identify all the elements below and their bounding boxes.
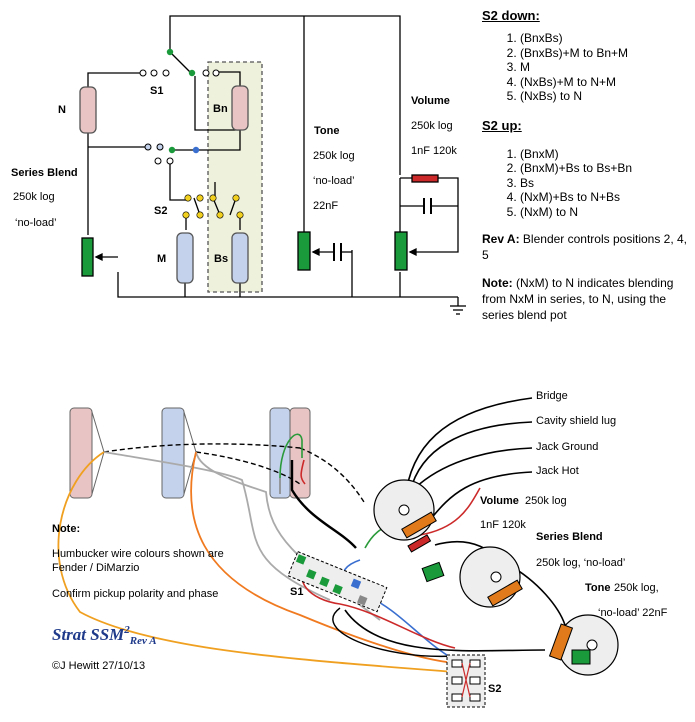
bridge-slug-coil [231,232,249,284]
s2-down-heading: S2 down: [482,8,540,23]
wiring-tone-title: Tone [585,582,610,594]
series-blend-pot [81,237,94,277]
wiring-layout [57,397,619,708]
label-s2: S2 [154,205,167,217]
title-sup: 2 [123,624,130,636]
label-bridge: Bridge [536,390,568,402]
blend-note: Note: (NxM) to N indicates blending from… [482,275,692,323]
s2-up-heading: S2 up: [482,117,522,133]
label-m: M [157,253,166,265]
label-bs: Bs [214,253,228,265]
s2-switch [446,654,486,708]
s2-up-list: (BnxM) (BnxM)+Bs to Bs+Bn Bs (NxM)+Bs to… [482,147,692,220]
list-item: (NxM) to N [520,205,692,220]
label-n: N [58,104,66,116]
volume-cap: 1nF 120k [411,145,457,157]
list-item: (BnxBs) [520,31,692,46]
note-label: Note: [482,276,513,290]
tone-title: Tone [314,125,339,137]
wiring-s1-label: S1 [290,586,303,598]
volume-spec: 250k log [411,120,453,132]
list-item: (BnxBs)+M to Bn+M [520,46,692,61]
middle-pickup-body [161,407,185,499]
label-cavity: Cavity shield lug [536,415,616,427]
s1-contacts [139,48,220,165]
wiring-volume-spec: 250k log [525,495,567,507]
switch-table-panel: S2 down: (BnxBs) (BnxBs)+M to Bn+M M (Nx… [482,8,692,323]
series-blend-noload: ‘no-load’ [15,217,57,229]
notes-line2: Fender / DiMarzio [52,562,139,574]
wiring-tone-spec2: ‘no-load’ 22nF [598,607,668,619]
list-item: (BnxM) [520,147,692,162]
wiring-volume-title: Volume [480,495,519,507]
rev-a-label: Rev A: [482,232,520,246]
notes-line1: Humbucker wire colours shown are [52,548,224,560]
note-text: (NxM) to N indicates blending from NxM i… [482,276,674,322]
list-item: (NxBs) to N [520,89,692,104]
neck-pickup [79,86,97,134]
tone-spec: 250k log [313,150,355,162]
title-main: Strat SSM [52,625,125,644]
volume-capacitor-icon [423,198,458,214]
tone-noload: ‘no-load’ [313,175,355,187]
label-s1: S1 [150,85,163,97]
wiring-blend-spec: 250k log, ‘no-load’ [536,557,625,569]
middle-pickup [176,232,194,284]
title-sub: Rev A [129,635,157,647]
notes-line3: Confirm pickup polarity and phase [52,588,218,600]
neck-humbucker-body [69,407,93,499]
rev-a-note: Rev A: Blender controls positions 2, 4, … [482,231,692,263]
list-item: (NxM)+Bs to N+Bs [520,190,692,205]
ground-icon [450,305,466,315]
list-item: M [520,60,692,75]
volume-pot [394,231,408,271]
tone-cap: 22nF [313,200,338,212]
rev-a-text: Blender controls positions 2, 4, 5 [482,232,688,262]
notes-heading: Note: [52,523,80,535]
list-item: (NxBs)+M to N+M [520,75,692,90]
s2-contacts [182,194,244,219]
label-bn: Bn [213,103,228,115]
s1-switch [287,550,388,613]
tone-capacitor-icon [333,243,352,261]
label-jack-ground: Jack Ground [536,441,598,453]
series-blend-spec: 250k log [13,191,55,203]
schematic [79,15,466,315]
s2-down-list: (BnxBs) (BnxBs)+M to Bn+M M (NxBs)+M to … [482,31,692,104]
wiring-s2-label: S2 [488,683,501,695]
list-item: Bs [520,176,692,191]
volume-resistor [411,174,439,183]
list-item: (BnxM)+Bs to Bs+Bn [520,161,692,176]
wiring-blend-title: Series Blend [536,531,603,543]
series-blend-title: Series Blend [11,167,78,179]
diagram-title: Strat SSM2Rev A [52,624,157,647]
bridge-neck-coil [231,85,249,131]
tone-pot [297,231,311,271]
credit: ©J Hewitt 27/10/13 [52,660,145,672]
volume-title: Volume [411,95,450,107]
wiring-volume-cap: 1nF 120k [480,519,526,531]
label-jack-hot: Jack Hot [536,465,579,477]
wiring-tone-spec: 250k log, [614,582,659,594]
